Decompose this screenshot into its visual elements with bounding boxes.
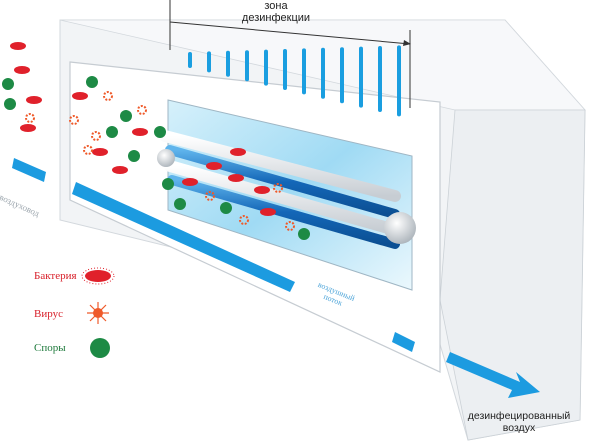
zone-label-line1: зона — [264, 0, 288, 12]
spore-particle — [154, 126, 166, 138]
bacterium-particle — [112, 166, 128, 174]
virus-particle — [285, 221, 295, 231]
bacterium-particle — [228, 174, 244, 182]
spore-particle — [4, 98, 16, 110]
bacterium-particle — [10, 42, 26, 50]
virus-particle — [103, 91, 113, 101]
virus-particle — [239, 215, 249, 225]
virus-particle — [273, 183, 283, 193]
virus-particle — [205, 191, 215, 201]
disinfection-zone-marker — [169, 0, 411, 108]
bacterium-particle — [72, 92, 88, 100]
uv-lamps — [157, 130, 416, 249]
virus-particle — [25, 113, 35, 123]
bacterium-particle — [254, 186, 270, 194]
uv-emitter-lines — [188, 45, 401, 117]
bacterium-particle — [260, 208, 276, 216]
bacterium-particle — [14, 66, 30, 74]
legend-virus-label: Вирус — [34, 308, 63, 320]
spore-particle — [2, 78, 14, 90]
spore-particle — [120, 110, 132, 122]
zone-label: зона дезинфекции — [228, 0, 324, 24]
spore-particle — [86, 76, 98, 88]
airflow-arrows — [12, 158, 540, 398]
bacterium-icon — [81, 267, 115, 285]
spore-particle — [106, 126, 118, 138]
virus-particle — [137, 105, 147, 115]
legend — [81, 267, 115, 358]
spore-particle — [162, 178, 174, 190]
bacterium-particle — [92, 148, 108, 156]
legend-spore-label: Споры — [34, 342, 66, 354]
legend-bacterium-label: Бактерия — [34, 270, 77, 282]
virus-particle — [91, 131, 101, 141]
output-label-line2: воздух — [502, 422, 536, 434]
spore-icon — [90, 338, 110, 358]
spore-particle — [298, 228, 310, 240]
bacterium-particle — [20, 124, 36, 132]
bacterium-particle — [206, 162, 222, 170]
bacterium-particle — [182, 178, 198, 186]
spore-particle — [220, 202, 232, 214]
output-label: дезинфецированный воздух — [454, 410, 584, 434]
virus-icon — [87, 302, 109, 324]
spore-particle — [174, 198, 186, 210]
airborne-particles — [2, 42, 310, 240]
zone-label-line2: дезинфекции — [241, 12, 311, 24]
virus-particle — [83, 145, 93, 155]
bacterium-particle — [230, 148, 246, 156]
bacterium-particle — [132, 128, 148, 136]
bacterium-particle — [26, 96, 42, 104]
virus-particle — [69, 115, 79, 125]
output-label-line1: дезинфецированный — [467, 410, 571, 422]
spore-particle — [128, 150, 140, 162]
